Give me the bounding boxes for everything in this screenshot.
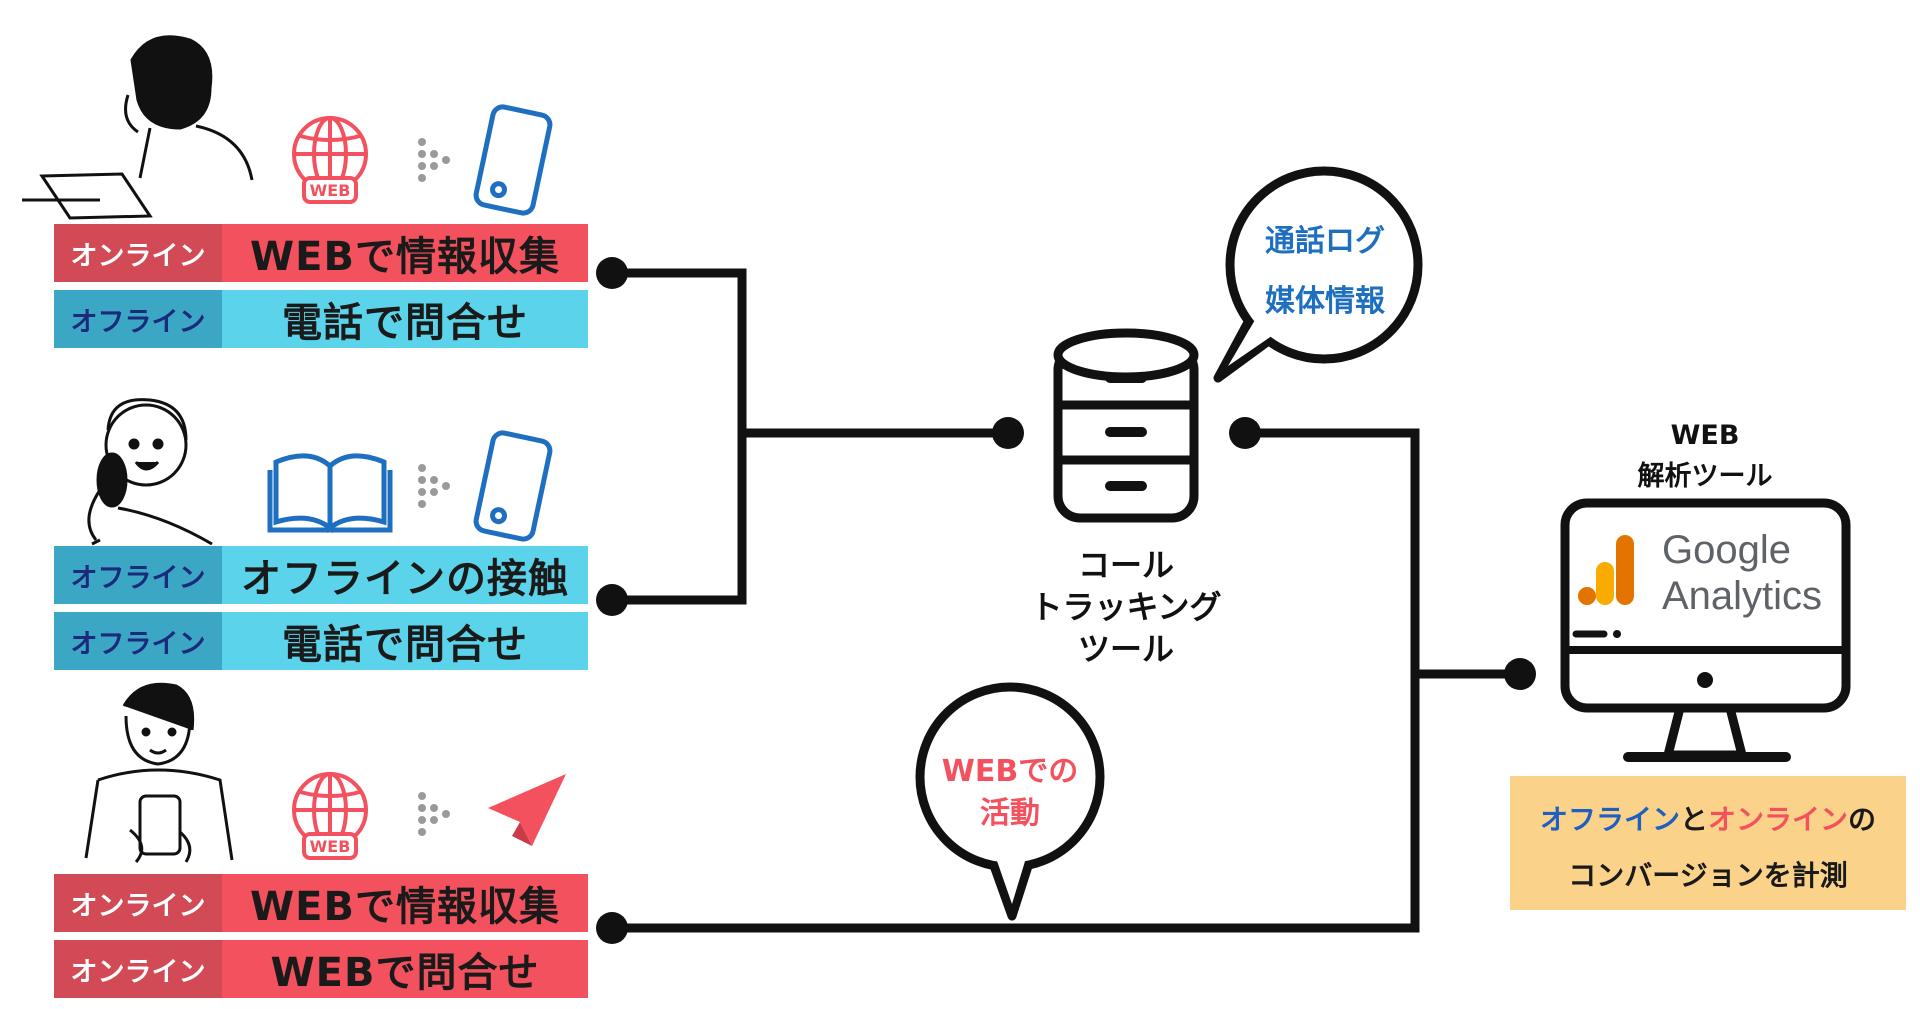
monitor-icon xyxy=(1560,498,1851,762)
row-offline-phone-2: オフライン 電話で問合せ xyxy=(54,612,588,670)
row-tag: オンライン xyxy=(54,940,222,998)
row-tag: オフライン xyxy=(54,290,222,348)
bubble-top-line1: 通話ログ xyxy=(1265,224,1385,259)
row-online-web-info: オンライン WEBで情報収集 xyxy=(54,224,588,282)
globe-web-icon-1 xyxy=(292,116,368,204)
result-line2: コンバージョンを計測 xyxy=(1568,859,1848,892)
web-badge-label-1: WEB xyxy=(309,181,351,200)
result-no: の xyxy=(1848,803,1877,836)
result-line1: オフラインとオンラインの xyxy=(1510,798,1906,838)
row-tag: オフライン xyxy=(54,612,222,670)
ga-brand-line1: Google xyxy=(1662,528,1791,572)
analytics-label-line2: 解析ツール xyxy=(1637,461,1773,492)
ga-brand-line2: Analytics xyxy=(1662,574,1823,618)
arrow-dots-icon-2 xyxy=(418,464,450,508)
speech-bubble-bottom xyxy=(915,682,1105,921)
node-row5 xyxy=(596,912,628,944)
speech-bubble-top xyxy=(1213,166,1423,383)
row-text: 電話で問合せ xyxy=(222,290,588,348)
smartphone-icon-2 xyxy=(473,430,553,542)
paper-plane-icon xyxy=(488,774,566,846)
analytics-label-line1: WEB xyxy=(1670,420,1740,451)
row-tag: オンライン xyxy=(54,224,222,282)
row-online-web-inquiry: オンライン WEBで問合せ xyxy=(54,940,588,998)
node-monitor xyxy=(1504,658,1536,690)
person-phone-icon xyxy=(87,398,213,546)
row-online-web-info-2: オンライン WEBで情報収集 xyxy=(54,874,588,932)
arrow-dots-icon-1 xyxy=(418,138,450,182)
result-box: オフラインとオンラインの コンバージョンを計測 xyxy=(1510,776,1906,910)
book-icon xyxy=(267,453,393,534)
node-tool-out xyxy=(1229,417,1261,449)
tool-label-line1: コール xyxy=(1077,546,1174,584)
row-text: 電話で問合せ xyxy=(222,612,588,670)
google-analytics-logo-icon xyxy=(1578,535,1634,605)
result-offline: オフライン xyxy=(1539,803,1680,836)
tool-label-line2: トラッキング xyxy=(1030,588,1222,626)
row-tag: オフライン xyxy=(54,546,222,604)
web-badge-label-2: WEB xyxy=(309,837,351,856)
node-tool-in xyxy=(992,417,1024,449)
globe-web-icon-2 xyxy=(292,772,368,860)
bubble-bottom-line2: 活動 xyxy=(980,796,1040,831)
database-icon xyxy=(1053,328,1199,523)
node-row1 xyxy=(596,257,628,289)
row-tag: オンライン xyxy=(54,874,222,932)
result-online: オンライン xyxy=(1708,803,1849,836)
row-text: WEBで情報収集 xyxy=(222,874,588,932)
result-and: と xyxy=(1679,803,1708,836)
smartphone-icon-1 xyxy=(473,104,553,216)
row-offline-phone: オフライン 電話で問合せ xyxy=(54,290,588,348)
tool-label-line3: ツール xyxy=(1077,630,1174,668)
person-smartphone-icon xyxy=(84,682,234,863)
bubble-top-line2: 媒体情報 xyxy=(1265,284,1385,319)
row-text: WEBで問合せ xyxy=(222,940,588,998)
row-text: WEBで情報収集 xyxy=(222,224,588,282)
person-laptop-icon xyxy=(22,35,254,220)
arrow-dots-icon-3 xyxy=(418,792,450,836)
bubble-bottom-line1: WEBでの xyxy=(941,754,1079,789)
node-row3 xyxy=(596,584,628,616)
row-offline-contact: オフライン オフラインの接触 xyxy=(54,546,588,604)
row-text: オフラインの接触 xyxy=(222,546,588,604)
